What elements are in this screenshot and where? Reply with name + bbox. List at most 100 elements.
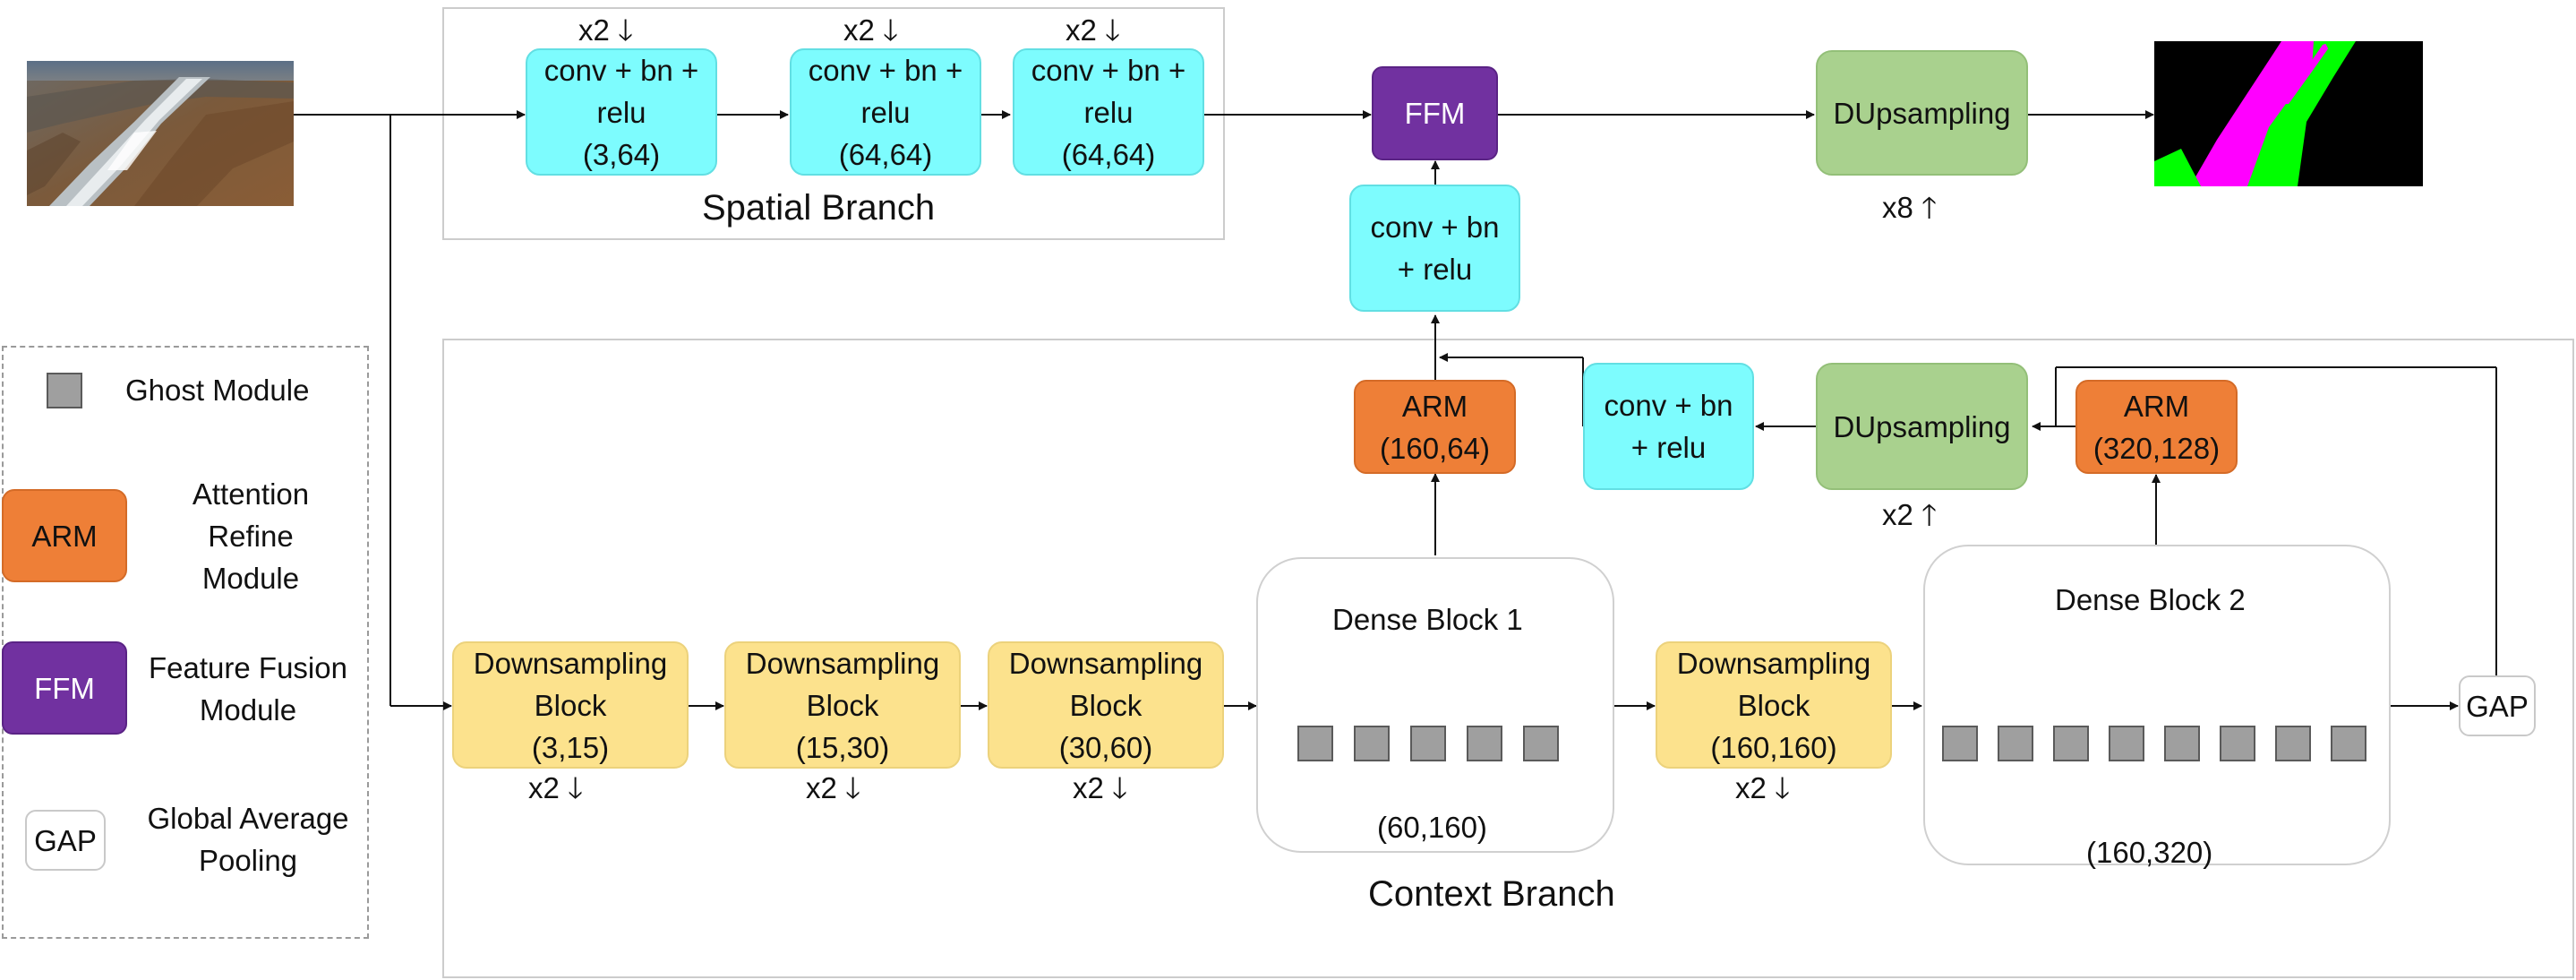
spatial-conv-2-line1: conv + bn +	[808, 53, 963, 87]
down-4-channels: (160,160)	[1710, 730, 1837, 764]
arm-2-channels: (320,128)	[2092, 431, 2221, 465]
fusion-conv-line2: + relu	[1397, 253, 1473, 286]
spatial-conv-block-2: conv + bn + relu (64,64)	[790, 48, 981, 176]
spatial-branch-title: Spatial Branch	[702, 188, 936, 228]
context-branch-panel	[442, 339, 2574, 978]
context-dupsampling-factor: x2 🡑	[1882, 497, 1937, 533]
ghost-module	[1998, 726, 2033, 761]
arrow-up-icon: 🡑	[1921, 191, 1938, 224]
spatial-conv-2-factor: x2 🡓	[843, 13, 898, 48]
dense-block-1-title: Dense Block 1	[1332, 603, 1523, 636]
down-3-channels: (30,60)	[1058, 730, 1153, 764]
arm-block-1: ARM (160,64)	[1354, 380, 1516, 474]
ghost-module	[1467, 726, 1502, 761]
downsampling-block-2: Downsampling Block (15,30)	[724, 641, 961, 769]
dense-block-2-title: Dense Block 2	[2055, 583, 2246, 616]
ghost-module	[2164, 726, 2200, 761]
arrow-down-icon: 🡓	[1775, 771, 1791, 804]
fusion-conv-line1: conv + bn	[1370, 211, 1500, 244]
ghost-module	[2331, 726, 2366, 761]
legend-arm-text: Attention Refine Module	[161, 473, 340, 599]
legend-gap-key-label: GAP	[34, 823, 97, 857]
top-dupsampling-label: DUpsampling	[1833, 96, 2011, 130]
ghost-module	[1942, 726, 1978, 761]
factor-text: x2	[528, 771, 560, 804]
spatial-conv-block-1: conv + bn + relu (3,64)	[526, 48, 717, 176]
arrow-up-icon: 🡑	[1921, 498, 1938, 531]
legend-panel	[2, 346, 369, 939]
down-1-channels: (3,15)	[531, 730, 610, 764]
legend-arm-line3: Module	[201, 562, 300, 595]
down-3-line1: Downsampling	[1008, 646, 1203, 680]
legend-ffm-key-label: FFM	[34, 671, 95, 705]
arrow-down-icon: 🡓	[883, 13, 899, 47]
legend-arm-line1: Attention	[192, 477, 310, 511]
legend-arm-key-label: ARM	[31, 519, 98, 553]
factor-text: x8	[1882, 191, 1913, 224]
legend-ghost-icon	[47, 373, 82, 408]
dense-block-2-channels: (160,320)	[2086, 836, 2213, 869]
output-segmentation-map	[2154, 41, 2423, 186]
down-2-line1: Downsampling	[745, 646, 940, 680]
ghost-module	[2053, 726, 2089, 761]
factor-text: x2	[1882, 498, 1913, 531]
legend-gap-text: Global Average Pooling	[131, 797, 365, 881]
legend-arm-key: ARM	[2, 489, 127, 582]
down-4-factor: x2 🡓	[1735, 770, 1790, 806]
spatial-conv-3-factor: x2 🡓	[1065, 13, 1120, 48]
arrow-down-icon: 🡓	[1112, 771, 1128, 804]
down-1-factor: x2 🡓	[528, 770, 583, 806]
ghost-module	[1354, 726, 1390, 761]
gap-label: GAP	[2466, 689, 2529, 723]
context-dupsampling-label: DUpsampling	[1833, 409, 2011, 443]
ghost-module	[1410, 726, 1446, 761]
top-dupsampling-block: DUpsampling	[1816, 50, 2028, 176]
spatial-conv-block-3: conv + bn + relu (64,64)	[1013, 48, 1204, 176]
context-conv-line1: conv + bn	[1604, 389, 1733, 422]
arm-block-2: ARM (320,128)	[2075, 380, 2238, 474]
spatial-branch-panel	[442, 7, 1225, 240]
top-dupsampling-factor: x8 🡑	[1882, 190, 1937, 226]
context-conv-line2: + relu	[1630, 431, 1707, 464]
factor-text: x2	[1073, 771, 1104, 804]
context-dupsampling-block: DUpsampling	[1816, 363, 2028, 490]
ffm-block: FFM	[1372, 66, 1498, 160]
legend-arm-line2: Refine	[208, 520, 294, 553]
factor-text: x2	[1065, 13, 1097, 47]
down-3-factor: x2 🡓	[1073, 770, 1127, 806]
dense-block-1	[1256, 557, 1614, 853]
input-aerial-image	[27, 61, 294, 206]
legend-ffm-text: Feature Fusion Module	[134, 647, 362, 731]
legend-gap-key: GAP	[25, 810, 106, 871]
fusion-conv-block: conv + bn + relu	[1349, 185, 1520, 312]
down-2-line2: Block	[806, 688, 879, 722]
down-2-channels: (15,30)	[795, 730, 890, 764]
downsampling-block-4: Downsampling Block (160,160)	[1656, 641, 1892, 769]
arrow-down-icon: 🡓	[845, 771, 861, 804]
down-2-factor: x2 🡓	[806, 770, 860, 806]
arm-1-label: ARM	[1401, 389, 1468, 423]
legend-ffm-line1: Feature Fusion	[149, 651, 347, 684]
arrow-down-icon: 🡓	[618, 13, 634, 47]
spatial-conv-3-channels: (64,64)	[1061, 137, 1156, 171]
downsampling-block-3: Downsampling Block (30,60)	[988, 641, 1224, 769]
arrow-down-icon: 🡓	[1105, 13, 1121, 47]
ghost-module	[1523, 726, 1559, 761]
down-3-line2: Block	[1069, 688, 1143, 722]
down-4-line1: Downsampling	[1676, 646, 1871, 680]
down-1-line1: Downsampling	[473, 646, 668, 680]
down-4-line2: Block	[1737, 688, 1810, 722]
ghost-module	[2109, 726, 2144, 761]
ghost-module	[1297, 726, 1333, 761]
context-conv-block: conv + bn + relu	[1583, 363, 1754, 490]
context-branch-title: Context Branch	[1368, 874, 1615, 914]
legend-gap-line2: Pooling	[198, 844, 298, 877]
factor-text: x2	[843, 13, 875, 47]
arm-1-channels: (160,64)	[1380, 431, 1490, 465]
factor-text: x2	[578, 13, 610, 47]
spatial-conv-3-line1: conv + bn +	[1031, 53, 1186, 87]
ghost-module	[2275, 726, 2311, 761]
ghost-module	[2220, 726, 2255, 761]
arm-2-label: ARM	[2123, 389, 2190, 423]
